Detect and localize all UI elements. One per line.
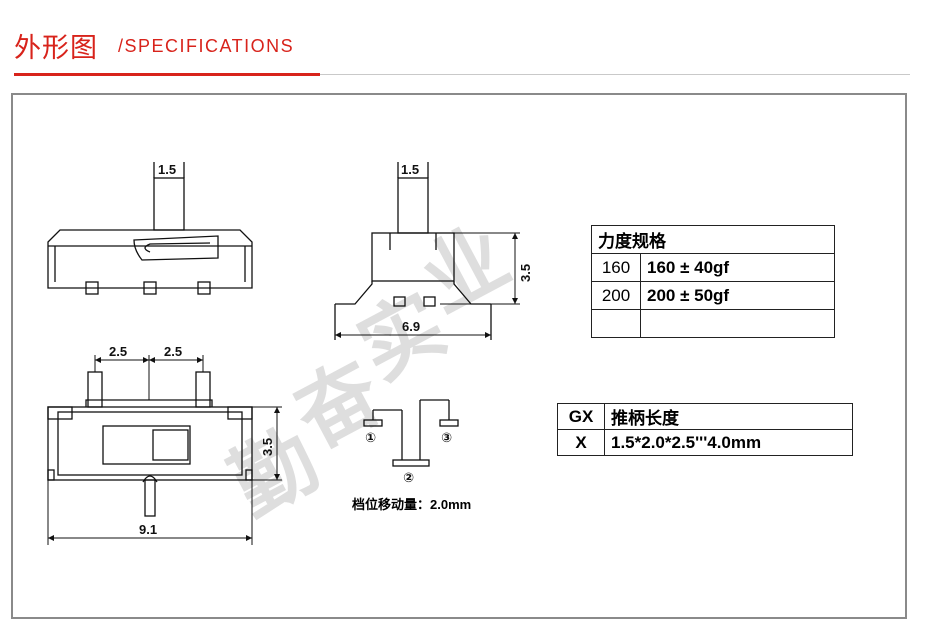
switch-schematic <box>363 399 459 467</box>
pin-2-label: ② <box>403 470 414 485</box>
dim-side-knob: 1.5 <box>401 162 419 177</box>
force-table-header: 力度规格 <box>591 225 835 254</box>
gx-row-value: 1.5*2.0*2.5'''4.0mm <box>604 429 853 456</box>
travel-distance-label: 档位移动量：2.0mm <box>352 497 472 512</box>
page-title-cn: 外形图 <box>14 33 98 64</box>
title-underline-rule <box>320 74 910 75</box>
table-row: 200 200 ± 50gf <box>591 281 835 310</box>
dim-pin-pitch-left: 2.5 <box>109 344 127 359</box>
dim-pin-pitch-right: 2.5 <box>164 344 182 359</box>
dim-front-knob: 1.5 <box>158 162 176 177</box>
force-code: 200 <box>591 281 641 310</box>
gx-header-label: 推柄长度 <box>604 403 853 430</box>
dim-top-width: 9.1 <box>139 522 157 537</box>
gx-row-code: X <box>557 429 605 456</box>
table-row: X 1.5*2.0*2.5'''4.0mm <box>557 429 853 456</box>
dim-side-height: 3.5 <box>518 264 533 282</box>
page-header: 外形图 /SPECIFICATIONS <box>0 0 931 80</box>
top-view <box>47 355 282 545</box>
force-value: 160 ± 40gf <box>640 253 835 282</box>
dim-top-height: 3.5 <box>260 438 275 456</box>
table-row: GX 推柄长度 <box>557 403 853 430</box>
force-spec-table: 力度规格 160 160 ± 40gf 200 200 ± 50gf <box>591 225 835 338</box>
force-value <box>640 309 835 338</box>
table-row: 160 160 ± 40gf <box>591 253 835 282</box>
title-underline-accent <box>14 73 320 76</box>
side-view <box>334 162 520 340</box>
force-code: 160 <box>591 253 641 282</box>
page-title-en: /SPECIFICATIONS <box>118 36 295 56</box>
watermark: 勤 奋 实 业 <box>216 209 524 535</box>
pin-1-label: ① <box>365 430 376 445</box>
drawing-frame <box>11 93 907 619</box>
gx-header-code: GX <box>557 403 605 430</box>
force-code <box>591 309 641 338</box>
pin-3-label: ③ <box>441 430 452 445</box>
table-row <box>591 309 835 338</box>
handle-length-table: GX 推柄长度 X 1.5*2.0*2.5'''4.0mm <box>557 403 853 456</box>
force-value: 200 ± 50gf <box>640 281 835 310</box>
front-view <box>47 162 253 295</box>
dim-side-width: 6.9 <box>402 319 420 334</box>
table-row: 力度规格 <box>591 225 835 254</box>
